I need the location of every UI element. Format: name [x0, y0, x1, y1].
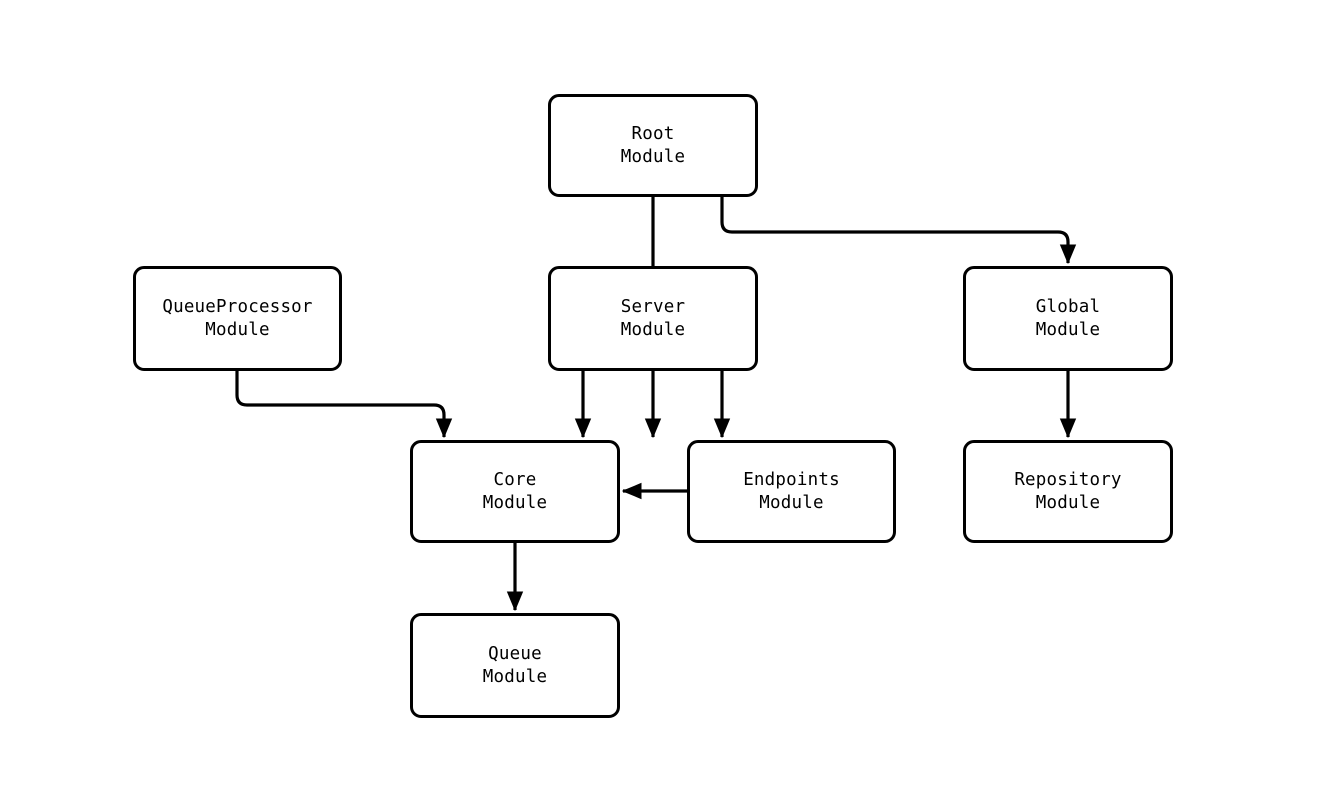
node-repository-title: Repository [1014, 469, 1122, 490]
node-queue-subtitle: Module [482, 666, 548, 687]
node-repository-subtitle: Module [1035, 492, 1101, 513]
edge-root-to-global [720, 197, 1077, 265]
node-core-title: Core [493, 469, 537, 490]
edge-queueprocessor-to-core [235, 371, 453, 439]
node-endpoints-subtitle: Module [759, 492, 824, 513]
node-queue[interactable]: Queue Module [410, 613, 620, 718]
node-repository[interactable]: Repository Module [963, 440, 1173, 543]
node-core[interactable]: Core Module [410, 440, 620, 543]
node-server[interactable]: Server Module [548, 266, 758, 371]
node-endpoints[interactable]: Endpoints Module [687, 440, 896, 543]
node-queueprocessor[interactable]: QueueProcessor Module [133, 266, 342, 371]
node-global-title: Global [1035, 296, 1101, 317]
node-root-subtitle: Module [620, 146, 686, 167]
node-server-title: Server [620, 296, 686, 317]
node-endpoints-title: Endpoints [743, 469, 840, 490]
node-server-subtitle: Module [620, 319, 686, 340]
node-core-subtitle: Module [482, 492, 548, 513]
node-queueprocessor-subtitle: Module [205, 319, 270, 340]
node-root-title: Root [631, 123, 675, 144]
node-global-subtitle: Module [1035, 319, 1101, 340]
node-queueprocessor-title: QueueProcessor [162, 296, 313, 317]
node-queue-title: Queue [488, 643, 542, 664]
node-root[interactable]: Root Module [548, 94, 758, 197]
node-global[interactable]: Global Module [963, 266, 1173, 371]
